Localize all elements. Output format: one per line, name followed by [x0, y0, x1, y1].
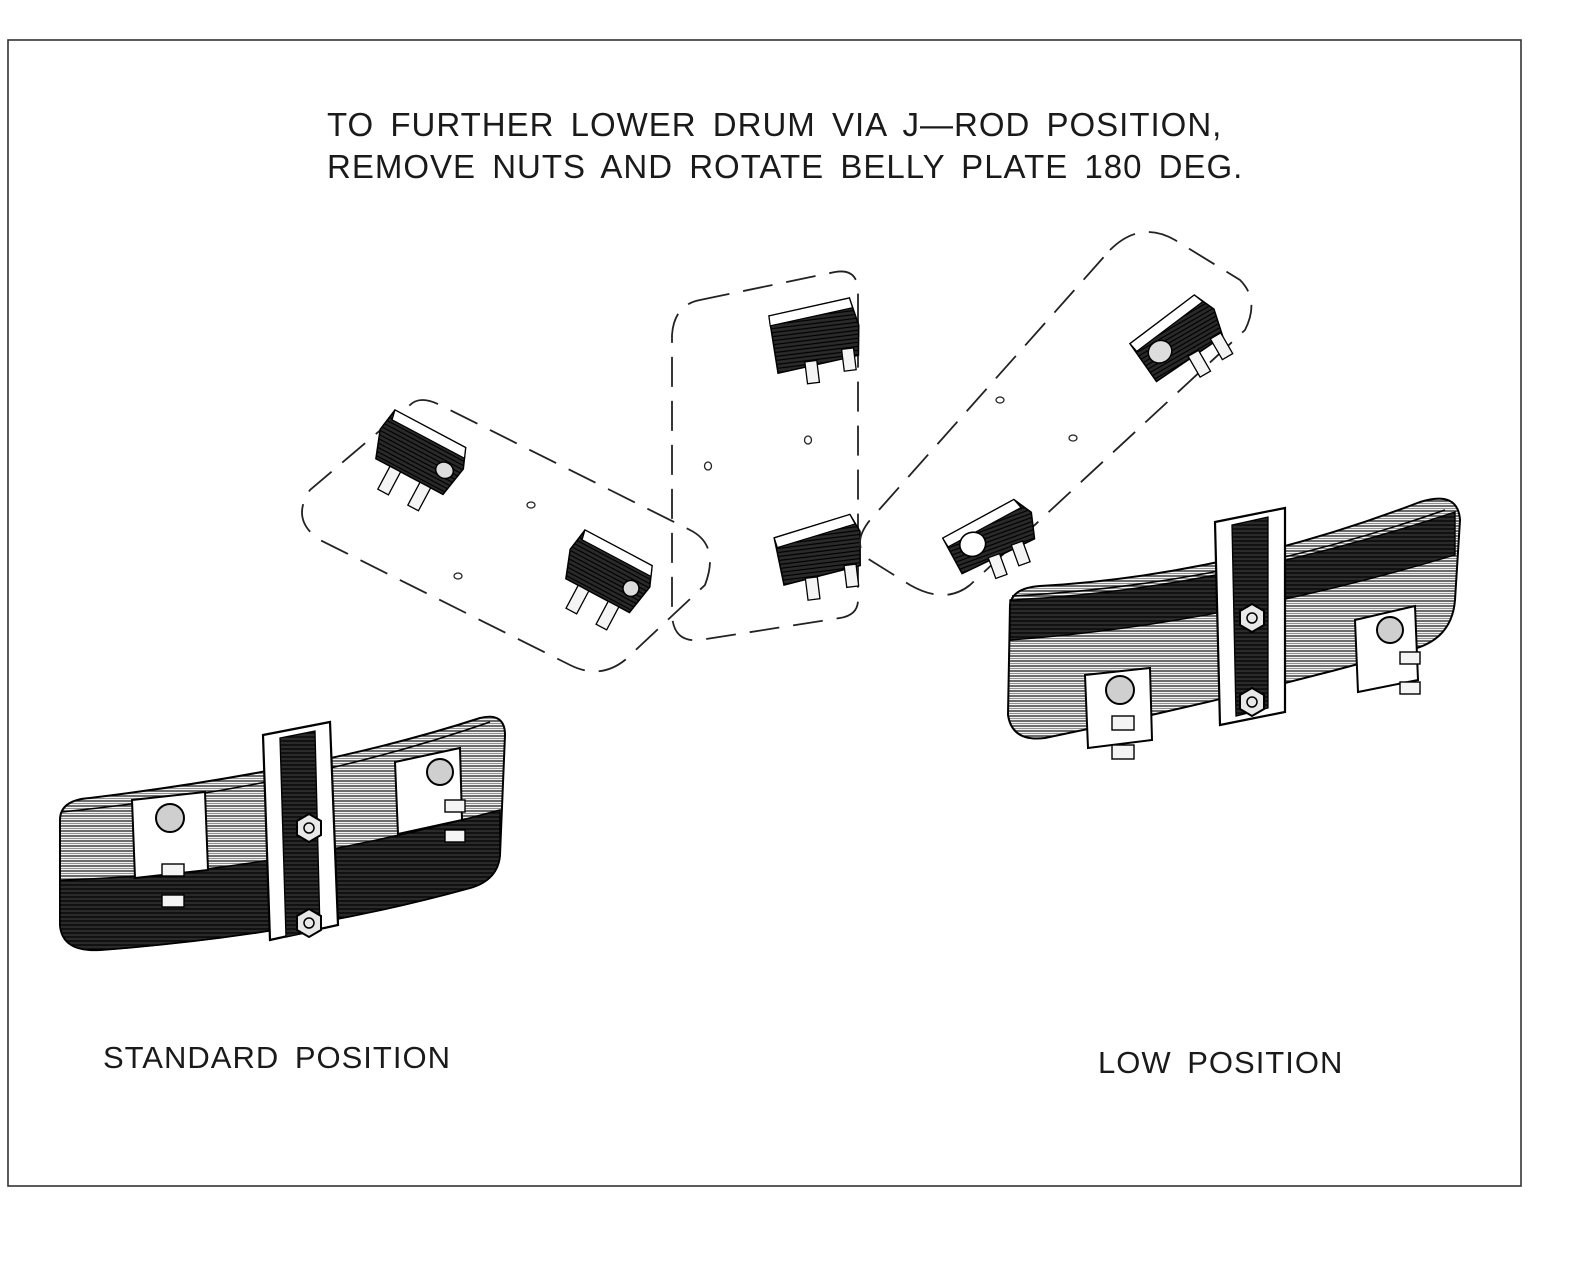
standard-position-assembly — [59, 715, 507, 952]
instruction-line-2: REMOVE NUTS AND ROTATE BELLY PLATE 180 D… — [327, 148, 1244, 185]
exploded-plate-right — [859, 231, 1253, 596]
exploded-plate-left — [301, 399, 711, 673]
j-rod-bracket — [1128, 294, 1234, 383]
instruction-line-1: TO FURTHER LOWER DRUM VIA J—ROD POSITION… — [327, 106, 1223, 143]
j-rod-bracket — [768, 297, 860, 385]
standard-position-label: STANDARD POSITION — [103, 1040, 451, 1075]
drawing-border — [7, 39, 1522, 1187]
j-rod-bracket — [773, 513, 861, 601]
low-position-label: LOW POSITION — [1098, 1045, 1344, 1080]
j-rod-bracket — [941, 498, 1036, 580]
exploded-plate-center — [671, 270, 859, 642]
low-position-assembly — [1006, 497, 1462, 760]
j-rod-bracket — [375, 409, 467, 512]
j-rod-bracket — [565, 529, 653, 631]
